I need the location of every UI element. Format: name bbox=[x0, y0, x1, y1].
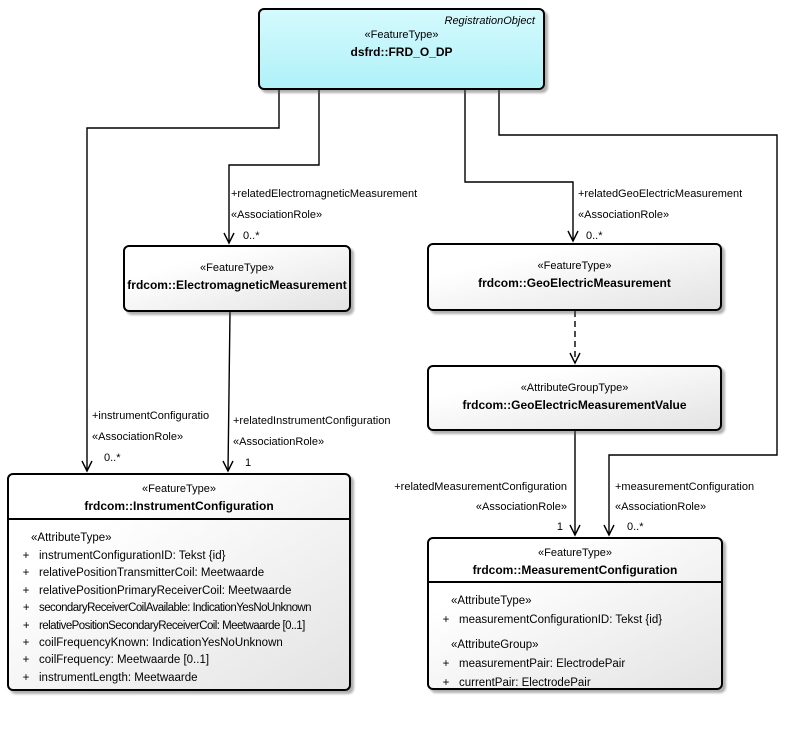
class-header: «FeatureType» frdcom::InstrumentConfigur… bbox=[9, 475, 349, 520]
label-instrument-configuration: +instrumentConfiguratio «AssociationRole… bbox=[92, 406, 209, 469]
class-stereotype: «FeatureType» bbox=[200, 262, 274, 274]
attribute-text: secondaryReceiverCoilAvailable: Indicati… bbox=[39, 602, 312, 615]
role-stereotype: «AssociationRole» bbox=[233, 436, 325, 448]
attribute-text: currentPair: ElectrodePair bbox=[459, 677, 591, 689]
visibility-marker: + bbox=[22, 602, 30, 615]
visibility-marker: + bbox=[442, 614, 450, 626]
multiplicity: 0..* bbox=[243, 230, 260, 242]
visibility-marker: + bbox=[22, 584, 30, 597]
class-name: frdcom::InstrumentConfiguration bbox=[84, 499, 274, 513]
attributes-compartment: «AttributeType» + instrumentConfiguratio… bbox=[9, 520, 349, 687]
visibility-marker: + bbox=[22, 654, 30, 667]
visibility-marker: + bbox=[22, 671, 30, 684]
attribute-row: + currentPair: ElectrodePair bbox=[433, 674, 717, 693]
class-measurement-configuration[interactable]: «FeatureType» frdcom::MeasurementConfigu… bbox=[427, 537, 723, 690]
association-related-geoelectric-connector bbox=[464, 90, 579, 243]
class-stereotype: «FeatureType» bbox=[538, 547, 612, 559]
dependency-geoelectric-value-connector bbox=[569, 311, 581, 365]
class-instrument-configuration[interactable]: «FeatureType» frdcom::InstrumentConfigur… bbox=[7, 473, 351, 691]
visibility-marker: + bbox=[442, 658, 450, 670]
attribute-text: measurementConfigurationID: Tekst {id} bbox=[459, 614, 663, 626]
role-name: +relatedElectromagneticMeasurement bbox=[231, 188, 418, 200]
visibility-marker: + bbox=[22, 637, 30, 650]
attribute-text: instrumentConfigurationID: Tekst {id} bbox=[39, 550, 226, 562]
label-related-electromagnetic-measurement: +relatedElectromagneticMeasurement «Asso… bbox=[231, 184, 417, 247]
role-stereotype: «AssociationRole» bbox=[92, 431, 184, 443]
attribute-row: + relativePositionSecondaryReceiverCoil:… bbox=[13, 618, 345, 635]
attribute-group-header: «AttributeGroup» bbox=[451, 639, 539, 651]
multiplicity: 0..* bbox=[104, 452, 121, 464]
attribute-row: + coilFrequencyKnown: IndicationYesNoUnk… bbox=[13, 635, 345, 652]
attribute-type-header: «AttributeType» bbox=[451, 595, 532, 607]
attribute-text: relativePositionPrimaryReceiverCoil: Mee… bbox=[39, 584, 292, 597]
attribute-row: + measurementConfigurationID: Tekst {id} bbox=[433, 611, 717, 630]
class-stereotype: «FeatureType» bbox=[537, 260, 612, 272]
class-name: frdcom::GeoElectricMeasurementValue bbox=[462, 398, 687, 412]
association-instrument-configuration-connector bbox=[81, 90, 280, 473]
attribute-row: + instrumentConfigurationID: Tekst {id} bbox=[13, 548, 345, 565]
multiplicity: 0..* bbox=[627, 521, 644, 533]
role-stereotype: «AssociationRole» bbox=[475, 501, 567, 513]
visibility-marker: + bbox=[442, 677, 450, 689]
class-name: frdcom::ElectromagneticMeasurement bbox=[127, 278, 347, 292]
attribute-text: relativePositionTransmitterCoil: Meetwaa… bbox=[39, 567, 265, 580]
registration-object-tag: RegistrationObject bbox=[444, 15, 536, 27]
role-stereotype: «AssociationRole» bbox=[578, 209, 670, 221]
class-frd-o-dp[interactable]: RegistrationObject «FeatureType» dsfrd::… bbox=[258, 8, 545, 90]
class-name: dsfrd::FRD_O_DP bbox=[350, 45, 453, 59]
association-related-instrument-configuration-connector bbox=[222, 311, 234, 473]
class-stereotype: «FeatureType» bbox=[142, 483, 216, 495]
visibility-marker: + bbox=[22, 550, 30, 562]
role-name: +relatedGeoElectricMeasurement bbox=[578, 188, 743, 200]
association-measurement-configuration-connector bbox=[498, 90, 778, 537]
label-related-instrument-configuration: +relatedInstrumentConfiguration «Associa… bbox=[233, 411, 390, 474]
attribute-row: + secondaryReceiverCoilAvailable: Indica… bbox=[13, 600, 345, 617]
attribute-row: + measurementPair: ElectrodePair bbox=[433, 655, 717, 674]
attribute-text: coilFrequency: Meetwaarde [0..1] bbox=[39, 654, 210, 667]
visibility-marker: + bbox=[22, 567, 30, 580]
role-stereotype: «AssociationRole» bbox=[615, 501, 707, 513]
class-geoelectric-measurement-value[interactable]: «AttributeGroupType» frdcom::GeoElectric… bbox=[427, 365, 722, 431]
attribute-row: + instrumentLength: Meetwaarde bbox=[13, 670, 345, 687]
attribute-text: coilFrequencyKnown: IndicationYesNoUnkno… bbox=[39, 637, 283, 650]
role-name: +relatedMeasurementConfiguration bbox=[394, 481, 567, 493]
attribute-text: instrumentLength: Meetwaarde bbox=[39, 671, 198, 684]
attributes-compartment: «AttributeType» + measurementConfigurati… bbox=[429, 583, 721, 693]
role-name: +measurementConfiguration bbox=[615, 481, 755, 493]
class-name: frdcom::MeasurementConfiguration bbox=[472, 563, 678, 577]
role-name: +relatedInstrumentConfiguration bbox=[233, 415, 391, 427]
class-name: frdcom::GeoElectricMeasurement bbox=[478, 276, 671, 290]
class-geoelectric-measurement[interactable]: «FeatureType» frdcom::GeoElectricMeasure… bbox=[427, 243, 722, 311]
multiplicity: 1 bbox=[245, 457, 252, 469]
label-related-geoelectric-measurement: +relatedGeoElectricMeasurement «Associat… bbox=[578, 184, 742, 247]
attribute-row: + coilFrequency: Meetwaarde [0..1] bbox=[13, 652, 345, 669]
class-stereotype: «FeatureType» bbox=[364, 29, 439, 41]
label-related-measurement-configuration: +relatedMeasurementConfiguration «Associ… bbox=[370, 477, 567, 537]
attribute-row: + relativePositionPrimaryReceiverCoil: M… bbox=[13, 583, 345, 600]
attribute-row: + relativePositionTransmitterCoil: Meetw… bbox=[13, 565, 345, 582]
label-measurement-configuration: +measurementConfiguration «AssociationRo… bbox=[615, 477, 754, 537]
role-stereotype: «AssociationRole» bbox=[231, 209, 323, 221]
class-header: «FeatureType» frdcom::MeasurementConfigu… bbox=[429, 539, 721, 583]
role-name: +instrumentConfiguratio bbox=[92, 410, 210, 422]
class-stereotype: «AttributeGroupType» bbox=[520, 382, 629, 394]
attribute-type-header: «AttributeType» bbox=[31, 532, 112, 544]
visibility-marker: + bbox=[22, 619, 30, 632]
multiplicity: 0..* bbox=[586, 230, 603, 242]
association-related-electromagnetic-connector bbox=[223, 90, 320, 245]
attribute-text: relativePositionSecondaryReceiverCoil: M… bbox=[39, 619, 305, 632]
multiplicity: 1 bbox=[556, 521, 563, 533]
attribute-text: measurementPair: ElectrodePair bbox=[459, 658, 626, 670]
association-related-measurement-configuration-connector bbox=[569, 431, 581, 537]
class-electromagnetic-measurement[interactable]: «FeatureType» frdcom::ElectromagneticMea… bbox=[123, 245, 351, 312]
